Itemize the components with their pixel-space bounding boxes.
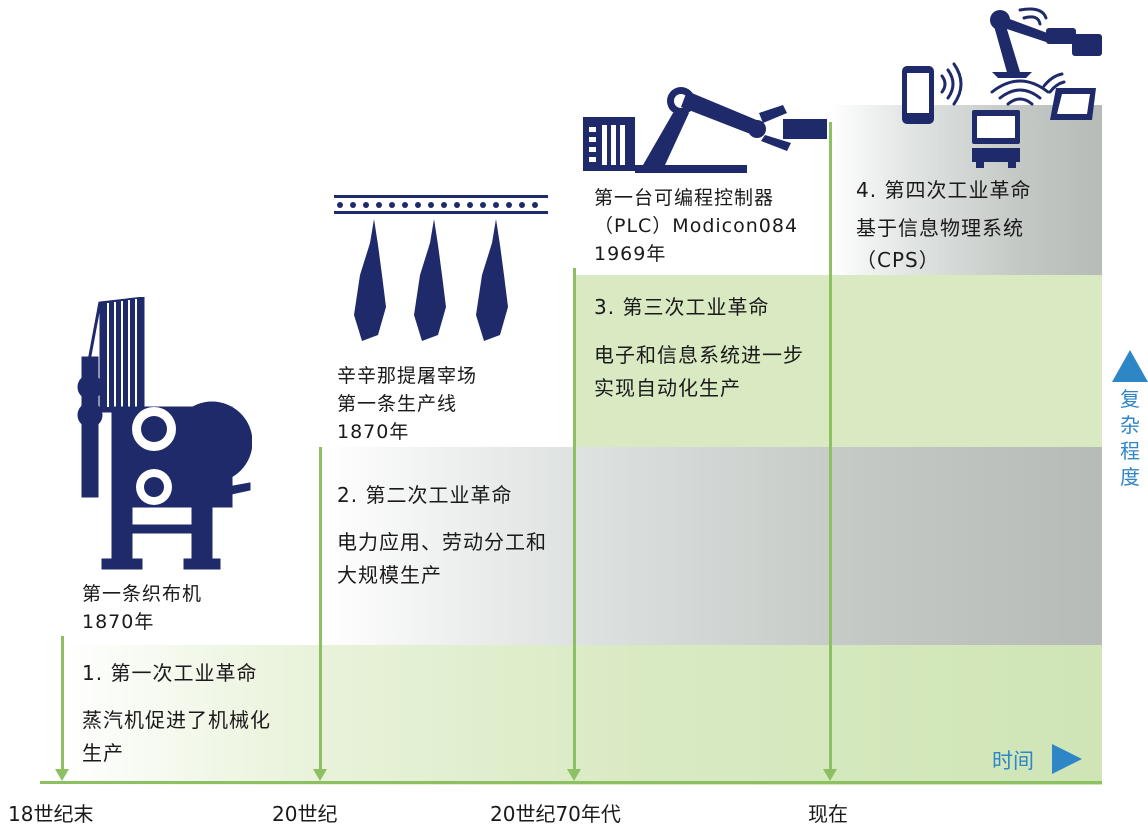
stage-2-example: 辛辛那提屠宰场 第一条生产线 1870年 <box>337 365 478 443</box>
stage-2-description: 电力应用、劳动分工和大规模生产 <box>337 530 547 587</box>
marker-arrow-4 <box>823 769 837 781</box>
robot-arm-icon <box>583 87 827 173</box>
marker-line-2 <box>319 447 322 770</box>
band-stage-3 <box>574 275 1102 447</box>
stage-3-example: 第一台可编程控制器 （PLC）Modicon084 1969年 <box>594 187 799 265</box>
stage-1-example: 第一条织布机 1870年 <box>82 583 203 633</box>
conveyor-icon <box>334 195 548 341</box>
stage-3-description: 电子和信息系统进一步实现自动化生产 <box>594 343 804 400</box>
time-baseline <box>40 781 1102 784</box>
marker-arrow-3 <box>567 769 581 781</box>
time-axis-text: 时间 <box>992 749 1034 773</box>
marker-line-4 <box>829 122 832 770</box>
complexity-axis-label: 复 杂 程 度 <box>1120 387 1140 489</box>
marker-line-1 <box>61 636 64 770</box>
band-stage-1 <box>62 645 1102 785</box>
marker-line-3 <box>573 268 576 770</box>
tick-label-3: 20世纪70年代 <box>490 802 621 826</box>
time-axis-label: 时间 <box>992 745 1034 775</box>
time-arrow-icon <box>1052 744 1082 774</box>
complexity-arrow-icon <box>1112 350 1148 382</box>
band-stage-2 <box>320 447 1102 645</box>
marker-arrow-1 <box>55 769 69 781</box>
connected-devices-icon <box>902 7 1102 168</box>
stage-2-title: 2. 第二次工业革命 <box>337 483 513 507</box>
stage-1-title: 1. 第一次工业革命 <box>82 661 258 685</box>
tick-label-4: 现在 <box>808 802 848 826</box>
tick-label-2: 20世纪 <box>272 802 338 826</box>
stage-4-description: 基于信息物理系统 （CPS） <box>856 216 1024 272</box>
stage-4-title: 4. 第四次工业革命 <box>856 178 1032 202</box>
tick-label-1: 18世纪末 <box>8 802 94 826</box>
stage-1-description: 蒸汽机促进了机械化生产 <box>82 708 271 765</box>
stage-3-title: 3. 第三次工业革命 <box>594 295 770 319</box>
band-stage-4 <box>830 105 1102 275</box>
loom-icon <box>77 297 252 570</box>
marker-arrow-2 <box>313 769 327 781</box>
